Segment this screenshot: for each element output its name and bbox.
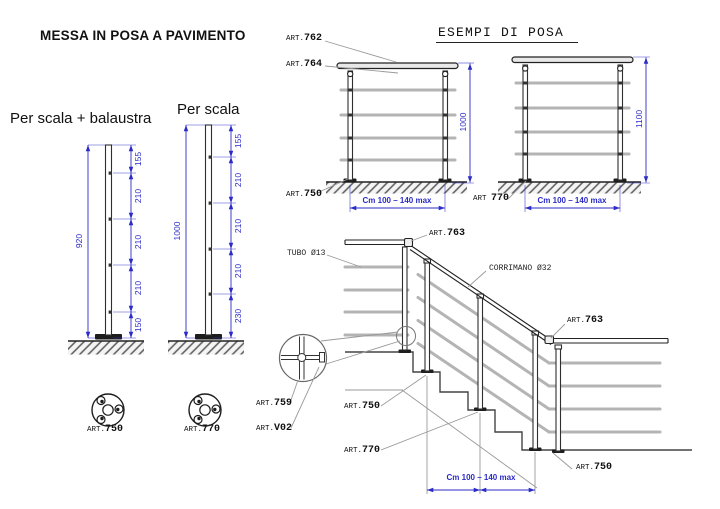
base-plate-750-top-view — [91, 393, 125, 427]
dim-seg: 230 — [233, 308, 243, 324]
label-corrimano-32: CORRIMANO Ø32 — [489, 264, 552, 273]
section-heading-esempi: ESEMPI DI POSA — [436, 25, 579, 43]
label-art-764: ART.764 — [286, 59, 322, 70]
art-prefix: ART. — [256, 400, 275, 408]
art-prefix: ART. — [576, 464, 595, 472]
art-number: 763 — [585, 315, 604, 326]
art-number: 750 — [105, 424, 124, 435]
art-number: 764 — [304, 59, 323, 70]
art-number: 763 — [447, 228, 466, 239]
dim-seg: 155 — [133, 151, 143, 167]
dim-width-stairs: Cm 100 – 140 max — [446, 473, 516, 482]
dim-seg: 210 — [133, 234, 143, 250]
art-prefix: ART. — [567, 317, 586, 325]
label-per-scala: Per scala — [177, 101, 240, 118]
label-art-763-bottom: ART.763 — [567, 315, 603, 326]
dim-overall-920: 920 — [74, 233, 84, 249]
art-prefix: ART. — [429, 230, 448, 238]
dim-seg: 150 — [133, 317, 143, 333]
base-plate-770-top-view — [188, 393, 222, 427]
label-art-750-base: ART.750 — [87, 424, 123, 435]
art-number: 762 — [304, 33, 323, 44]
art-number: 750 — [304, 189, 323, 200]
label-art-v02: ART.V02 — [256, 423, 292, 434]
dim-height-1000: 1000 — [458, 112, 468, 132]
label-per-scala-balaustra: Per scala + balaustra — [10, 110, 152, 127]
art-number: 750 — [594, 462, 613, 473]
label-art-750-ex1: ART.750 — [286, 189, 322, 200]
art-number: 759 — [274, 398, 293, 409]
dim-width-ex1: Cm 100 – 140 max — [362, 196, 432, 205]
art-number: 770 — [202, 424, 221, 435]
art-number: 770 — [362, 445, 381, 456]
dim-seg: 210 — [233, 218, 243, 234]
art-prefix: ART. — [184, 426, 203, 434]
art-prefix: ART. — [344, 447, 363, 455]
label-art-750-lower: ART.750 — [576, 462, 612, 473]
art-number: V02 — [274, 423, 293, 434]
dim-seg: 210 — [133, 188, 143, 204]
art-prefix: ART. — [286, 61, 305, 69]
art-prefix: ART — [473, 195, 492, 203]
label-tubo-13: TUBO Ø13 — [287, 249, 326, 258]
dim-overall-1000: 1000 — [172, 221, 182, 241]
staircase-drawing — [278, 234, 692, 494]
dim-width-ex2: Cm 100 – 140 max — [537, 196, 607, 205]
example-railing-2 — [498, 56, 650, 212]
label-art-770-base: ART.770 — [184, 424, 220, 435]
art-prefix: ART. — [286, 35, 305, 43]
art-number: 770 — [491, 193, 510, 204]
example-railing-1 — [318, 40, 474, 212]
art-prefix: ART. — [256, 425, 275, 433]
dim-height-1100: 1100 — [634, 109, 644, 129]
post-diagram-scala-balaustra — [68, 144, 144, 355]
label-art-759: ART.759 — [256, 398, 292, 409]
dim-seg: 210 — [233, 172, 243, 188]
art-number: 750 — [362, 401, 381, 412]
dim-seg: 155 — [233, 133, 243, 149]
post-diagram-scala — [168, 124, 244, 355]
dim-seg: 210 — [133, 280, 143, 296]
art-prefix: ART. — [344, 403, 363, 411]
page-title: MESSA IN POSA A PAVIMENTO — [40, 28, 246, 43]
label-art-762: ART.762 — [286, 33, 322, 44]
label-art-770-ex2: ART 770 — [473, 193, 509, 204]
art-prefix: ART. — [286, 191, 305, 199]
art-prefix: ART. — [87, 426, 106, 434]
label-art-770-stairs: ART.770 — [344, 445, 380, 456]
label-art-763-top: ART.763 — [429, 228, 465, 239]
label-art-750-stairs: ART.750 — [344, 401, 380, 412]
dim-seg: 210 — [233, 263, 243, 279]
